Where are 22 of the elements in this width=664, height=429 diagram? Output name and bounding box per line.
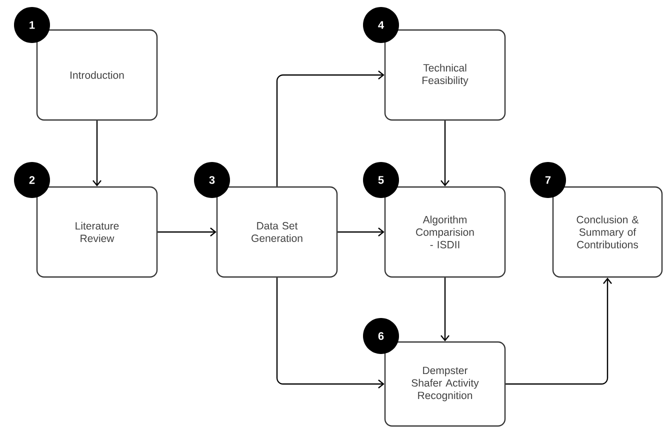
arrow xyxy=(338,228,384,236)
process-box: Dempster Shafer Activity Recognition xyxy=(384,341,506,427)
step-number: 4 xyxy=(363,7,399,43)
arrow xyxy=(276,70,384,186)
step-number: 6 xyxy=(363,318,399,354)
arrow xyxy=(92,120,102,186)
arrow xyxy=(440,120,450,186)
step-number: 1 xyxy=(14,7,50,43)
arrow xyxy=(276,278,384,388)
step-number: 2 xyxy=(14,162,50,198)
process-box: Conclusion & Summary of Contributions xyxy=(552,186,663,278)
step-number: 5 xyxy=(363,162,399,198)
step-number: 7 xyxy=(530,162,566,198)
process-box: Technical Feasibility xyxy=(384,29,506,121)
process-box: Introduction xyxy=(36,29,158,121)
process-box: Literature Review xyxy=(36,186,158,278)
step-number: 3 xyxy=(194,162,230,198)
arrow xyxy=(506,278,612,385)
arrow xyxy=(158,228,216,236)
process-box: Algorithm Comparision - ISDII xyxy=(384,186,506,278)
arrow xyxy=(440,278,450,342)
process-box: Data Set Generation xyxy=(216,186,338,278)
